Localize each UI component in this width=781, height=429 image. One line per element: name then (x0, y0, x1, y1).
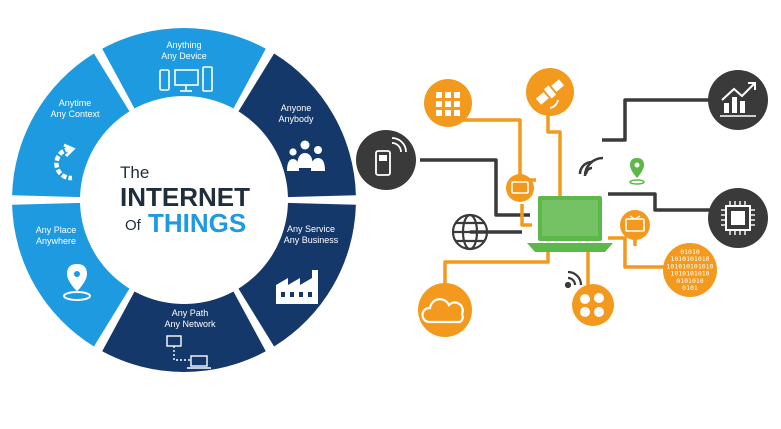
laptop-icon (527, 196, 613, 252)
apps-grid-node (424, 79, 472, 127)
segment-label-anyone: Anyone Anybody (278, 103, 314, 124)
phone-node (356, 130, 416, 190)
svg-text:Any Service: Any Service (287, 224, 335, 234)
screen-node (506, 174, 534, 202)
segment-label-any-service: Any Service Any Business (284, 224, 339, 245)
wifi-icon (578, 156, 604, 177)
svg-text:Any Network: Any Network (164, 319, 216, 329)
svg-text:Any Context: Any Context (50, 109, 100, 119)
factory-icon (276, 270, 318, 304)
binary-line: 0101 (682, 284, 698, 292)
svg-text:Any Business: Any Business (284, 235, 339, 245)
devices-icon (159, 66, 213, 92)
segment-label-anytime: Anytime Any Context (50, 98, 100, 119)
cloud-node (418, 283, 472, 337)
svg-text:Any Path: Any Path (172, 308, 209, 318)
segment-label-any-place: Any Place Anywhere (36, 225, 77, 246)
svg-text:Anything: Anything (166, 40, 201, 50)
binary-line: 101010101010 (667, 262, 714, 270)
segment-label-anything: Anything Any Device (161, 40, 207, 61)
title-the: The (120, 163, 149, 182)
satellite-node (526, 68, 574, 116)
binary-node: 0101010101010101010101010101010101010010… (663, 243, 717, 297)
binary-line: 0101010 (676, 277, 703, 285)
chip-node (708, 188, 768, 248)
location-pin-icon (63, 263, 91, 301)
social-node (572, 284, 614, 326)
svg-text:Anybody: Anybody (278, 114, 314, 124)
svg-text:Anywhere: Anywhere (36, 236, 76, 246)
signal-icon (564, 270, 583, 289)
refresh-arrow-icon (54, 143, 76, 181)
people-icon (287, 140, 325, 171)
wheel-title: The INTERNET Of THINGS (120, 163, 250, 238)
title-of: Of (125, 217, 142, 234)
chart-node (708, 70, 768, 130)
title-things: THINGS (148, 208, 246, 238)
title-internet: INTERNET (120, 182, 250, 212)
binary-line: 01010 (680, 248, 700, 256)
binary-line: 1010101010 (670, 270, 709, 278)
svg-text:Anyone: Anyone (281, 103, 312, 113)
wheel-center (80, 96, 288, 304)
svg-text:Anytime: Anytime (59, 98, 92, 108)
iot-network: 0101010101010101010101010101010101010010… (356, 68, 768, 337)
globe-icon (451, 213, 489, 251)
svg-text:Any Place: Any Place (36, 225, 77, 235)
network-path-icon (166, 335, 211, 369)
binary-line: 1010101010 (670, 255, 709, 263)
tv-node (620, 210, 650, 240)
segment-label-any-path: Any Path Any Network (164, 308, 216, 329)
svg-text:Any Device: Any Device (161, 51, 207, 61)
iot-wheel: The INTERNET Of THINGS Anything Any Devi… (12, 28, 356, 372)
map-pin-icon (629, 158, 645, 185)
